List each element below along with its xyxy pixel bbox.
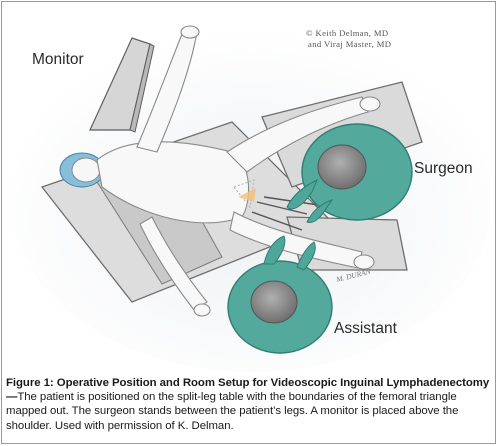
copyright-line-1: © Keith Delman, MD xyxy=(306,28,388,38)
caption-title: Figure 1: Operative Position and Room Se… xyxy=(6,377,490,404)
monitor-label: Monitor xyxy=(32,51,84,68)
surgeon-figure xyxy=(286,123,413,223)
figure-caption: Figure 1: Operative Position and Room Se… xyxy=(6,376,492,433)
assistant-label: Assistant xyxy=(334,320,398,337)
femoral-triangle-marking xyxy=(233,179,256,209)
operative-setup-illustration: Monitor Surgeon Assistant © Keith Delman… xyxy=(2,2,496,372)
assistant-figure xyxy=(227,235,333,354)
copyright-line-2: and Viraj Master, MD xyxy=(308,39,391,49)
surgeon-label: Surgeon xyxy=(414,160,473,177)
patient-head xyxy=(71,157,101,183)
assistant-head-cap xyxy=(250,280,298,324)
monitor-stand xyxy=(89,37,155,133)
surgeon-head-cap xyxy=(317,144,367,190)
caption-text: The patient is positioned on the split-l… xyxy=(6,391,459,432)
patient-body xyxy=(96,25,381,317)
